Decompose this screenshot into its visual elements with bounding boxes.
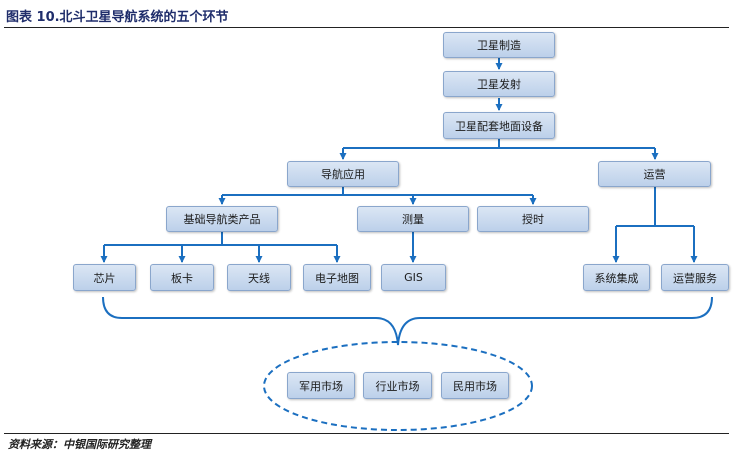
node-military-market: 军用市场: [287, 372, 355, 399]
market-brace: [102, 296, 713, 346]
market-ellipse: [263, 341, 533, 431]
node-system-integration: 系统集成: [583, 264, 650, 291]
node-operation: 运营: [598, 161, 711, 187]
node-gis: GIS: [381, 264, 446, 291]
node-antenna: 天线: [227, 264, 291, 291]
top-divider: [4, 27, 729, 28]
node-ground-equipment: 卫星配套地面设备: [443, 112, 555, 139]
node-chip: 芯片: [73, 264, 136, 291]
node-board: 板卡: [150, 264, 214, 291]
node-timing: 授时: [477, 206, 589, 232]
bottom-divider: [4, 433, 729, 434]
node-manufacturing: 卫星制造: [443, 32, 555, 58]
source-note: 资料来源：中银国际研究整理: [8, 438, 151, 451]
node-navigation-app: 导航应用: [287, 161, 399, 187]
figure-title: 图表 10.北斗卫星导航系统的五个环节: [6, 10, 229, 25]
node-civil-market: 民用市场: [441, 372, 509, 399]
node-operation-service: 运营服务: [661, 264, 729, 291]
node-emap: 电子地图: [303, 264, 371, 291]
node-basic-products: 基础导航类产品: [166, 206, 278, 232]
node-industry-market: 行业市场: [363, 372, 432, 399]
node-surveying: 测量: [357, 206, 469, 232]
node-launch: 卫星发射: [443, 71, 555, 97]
